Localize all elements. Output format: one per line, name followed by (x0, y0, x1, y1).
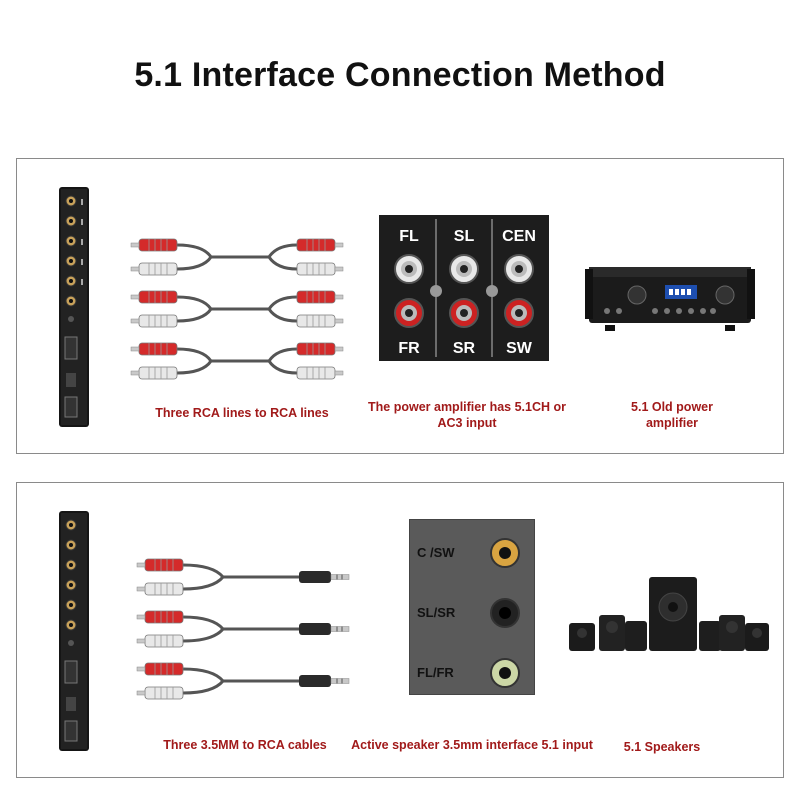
white-rca-plug (136, 582, 184, 596)
cable-wire (176, 255, 298, 271)
rca-to-rca-cables-image (130, 238, 344, 380)
cable-wire (176, 359, 298, 375)
white-rca-plug (130, 262, 178, 276)
cable-wire (182, 563, 299, 579)
aux-35mm-plug (299, 675, 350, 687)
cable-wire (176, 307, 298, 323)
red-rca-plug (136, 610, 184, 624)
white-rca-plug (296, 262, 344, 276)
jack-label-fl: FL (399, 228, 419, 245)
aux-35mm-plug (299, 623, 350, 635)
cable-wire (176, 347, 298, 363)
cable-wire (182, 615, 299, 631)
red-rca-plug (136, 662, 184, 676)
speaker-system-image (569, 577, 769, 651)
white-rca-plug (130, 366, 178, 380)
jack-label-sl-sr: SL/SR (417, 605, 456, 620)
cable-wire (176, 295, 298, 311)
decoder-device-image (59, 187, 89, 427)
caption-old-amplifier: 5.1 Old power amplifier (631, 400, 713, 430)
red-rca-plug (130, 342, 178, 356)
jack-label-sr: SR (453, 340, 476, 357)
red-rca-plug (296, 290, 344, 304)
white-rca-plug (136, 634, 184, 648)
white-rca-plug (296, 314, 344, 328)
aux-35mm-plug (299, 571, 350, 583)
cable-wire (182, 575, 225, 591)
caption-speaker-input: Active speaker 3.5mm interface 5.1 input (351, 738, 593, 752)
caption-amplifier-input: The power amplifier has 5.1CH or AC3 inp… (368, 400, 566, 430)
cable-wire (182, 627, 225, 643)
cable-wire (182, 667, 299, 683)
aux-connection-panel: Three 3.5MM to RCA cables C /SW SL/SR FL… (16, 482, 784, 778)
jack-label-c-sw: C /SW (417, 545, 455, 560)
caption-speakers: 5.1 Speakers (623, 740, 701, 754)
power-amplifier-image (585, 267, 755, 331)
cable-wire (176, 243, 298, 259)
caption-rca-lines: Three RCA lines to RCA lines (155, 406, 329, 420)
page-title: 5.1 Interface Connection Method (134, 56, 666, 94)
jack-label-sw: SW (506, 340, 533, 357)
decoder-device-image-2 (59, 511, 89, 751)
red-rca-plug (296, 342, 344, 356)
rca-connection-panel: Three RCA lines to RCA lines FL SL CEN F… (16, 158, 784, 454)
speaker-input-panel-image: C /SW SL/SR FL/FR (409, 519, 535, 695)
cable-wire (182, 679, 225, 695)
red-rca-plug (296, 238, 344, 252)
aux-to-rca-cables-image (136, 558, 350, 700)
jack-label-sl: SL (454, 228, 475, 245)
white-rca-plug (136, 686, 184, 700)
amplifier-input-panel-image: FL SL CEN FR SR SW (379, 215, 549, 361)
jack-label-fl-fr: FL/FR (417, 665, 454, 680)
red-rca-plug (136, 558, 184, 572)
red-rca-plug (130, 238, 178, 252)
caption-aux-cables: Three 3.5MM to RCA cables (163, 738, 327, 752)
jack-label-fr: FR (398, 340, 420, 357)
white-rca-plug (130, 314, 178, 328)
white-rca-plug (296, 366, 344, 380)
jack-label-cen: CEN (502, 228, 536, 245)
red-rca-plug (130, 290, 178, 304)
